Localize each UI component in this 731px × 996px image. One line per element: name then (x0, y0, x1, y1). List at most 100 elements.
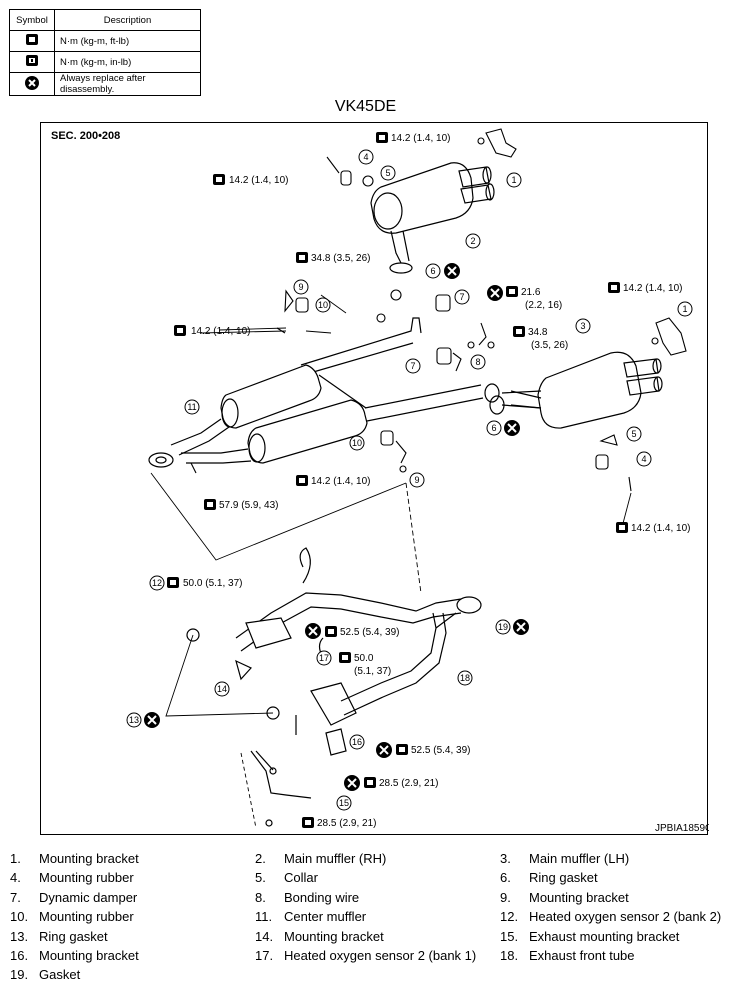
callout-1: 1 (677, 301, 693, 317)
part-item: 7. Dynamic damper (10, 890, 255, 905)
part-name: Main muffler (RH) (284, 851, 387, 866)
legend-description: Always replace after disassembly. (54, 72, 201, 96)
torque-label: (2.2, 16) (525, 300, 562, 311)
torque-annotations: 14.2 (1.4, 10) 14.2 (1.4, 10) 34.8 (3.5,… (167, 132, 690, 829)
part-item: 2. Main muffler (RH) (255, 851, 500, 866)
torque-wrench-small-icon (9, 51, 55, 73)
part-name: Mounting bracket (284, 928, 384, 944)
part-item: 3. Main muffler (LH) (500, 851, 730, 866)
torque-label: 52.5 (5.4, 39) (411, 745, 470, 756)
part-item: 11. Center muffler (255, 909, 500, 924)
svg-text:4: 4 (641, 454, 646, 464)
callout-6: 6 (486, 420, 502, 436)
section-text: SEC. 200•208 (51, 130, 120, 142)
center-muffler-drawing (148, 317, 542, 468)
callout-19: 19 (495, 619, 511, 635)
callout-6: 6 (425, 263, 441, 279)
section-label: SEC. 200•208 (51, 130, 120, 142)
svg-text:11: 11 (187, 402, 196, 412)
engine-model-title: VK45DE (334, 98, 397, 115)
part-item: 8. Bonding wire (255, 890, 500, 905)
part-number: 11. (255, 909, 273, 925)
torque-label: 34.8 (3.5, 26) (311, 253, 370, 264)
part-number: 7. (10, 889, 21, 905)
part-name: Main muffler (LH) (529, 851, 630, 866)
part-name: Bonding wire (284, 889, 360, 905)
callout-4: 4 (636, 451, 652, 467)
legend-row: N·m (kg-m, in-lb) (9, 51, 201, 73)
torque-label: 14.2 (1.4, 10) (229, 175, 288, 186)
svg-text:14: 14 (217, 684, 227, 694)
torque-label: 28.5 (2.9, 21) (317, 818, 376, 829)
legend-description: N·m (kg-m, ft-lb) (54, 30, 201, 52)
part-number: 8. (255, 889, 266, 905)
figure-code: JPBIA1859GB (655, 823, 709, 834)
part-name: Mounting rubber (39, 909, 134, 925)
part-number: 2. (255, 851, 266, 866)
part-item: 6.Ring gasket (500, 870, 730, 885)
callout-16: 16 (349, 734, 365, 750)
callout-13: 13 (126, 712, 142, 728)
leader-lines (150, 294, 632, 829)
callout-17: 17 (316, 650, 332, 666)
part-number: 18. (500, 947, 519, 963)
part-item: 10.Mounting rubber (10, 909, 255, 924)
part-item: 17.Heated oxygen sensor 2 (bank 1) (255, 948, 500, 963)
part-name: Center muffler (284, 909, 367, 925)
part-number: 12. (500, 909, 519, 925)
replace-x-icon (9, 72, 55, 96)
legend-header-row: Symbol Description (9, 9, 201, 31)
svg-text:15: 15 (339, 798, 349, 808)
part-number: 5. (255, 870, 266, 886)
callout-4: 4 (358, 149, 374, 165)
svg-text:17: 17 (319, 653, 329, 663)
part-number: 6. (500, 870, 511, 886)
part-number: 9. (500, 889, 511, 905)
part-number: 14. (255, 928, 274, 944)
torque-wrench-icon (9, 30, 55, 52)
main-muffler-rh-drawing (370, 162, 495, 274)
torque-label: 14.2 (1.4, 10) (311, 476, 370, 487)
part-number: 3. (500, 851, 511, 866)
part-item: 13.Ring gasket (10, 929, 255, 944)
torque-label: 50.0 (5.1, 37) (183, 578, 242, 589)
torque-label: 14.2 (1.4, 10) (623, 283, 682, 294)
torque-label: (3.5, 26) (531, 340, 568, 351)
svg-text:2: 2 (470, 236, 475, 246)
callout-10: 10 (315, 297, 331, 313)
svg-text:3: 3 (580, 321, 585, 331)
torque-label: 14.2 (1.4, 10) (631, 523, 690, 534)
callout-5: 5 (380, 165, 396, 181)
part-item: 12.Heated oxygen sensor 2 (bank 2) (500, 909, 730, 924)
svg-text:1: 1 (511, 175, 516, 185)
torque-label: 52.5 (5.4, 39) (340, 627, 399, 638)
part-name: Gasket (39, 967, 81, 983)
svg-text:6: 6 (491, 423, 496, 433)
part-name: Dynamic damper (39, 889, 138, 905)
svg-text:7: 7 (410, 361, 415, 371)
torque-label: (5.1, 37) (354, 666, 391, 677)
callout-3: 3 (575, 318, 591, 334)
part-name: Mounting bracket (39, 851, 139, 866)
exhaust-system-diagram: SEC. 200•208 (40, 122, 709, 835)
part-name: Mounting bracket (39, 947, 139, 963)
symbol-legend-table: Symbol Description N·m (kg-m, ft-lb) N·m… (9, 9, 201, 96)
main-muffler-lh-drawing (510, 351, 663, 429)
torque-label: 50.0 (354, 653, 374, 664)
part-item: 1. Mounting bracket (10, 851, 255, 866)
part-number: 1. (10, 851, 21, 866)
part-number: 17. (255, 947, 274, 963)
part-name: Mounting rubber (39, 870, 134, 886)
legend-header-symbol: Symbol (9, 9, 55, 31)
torque-label: 14.2 (1.4, 10) (191, 326, 250, 337)
callout-12: 12 (149, 575, 165, 591)
svg-text:9: 9 (298, 282, 303, 292)
svg-text:18: 18 (460, 673, 470, 683)
callout-14: 14 (214, 681, 230, 697)
svg-text:5: 5 (385, 168, 390, 178)
torque-label: 28.5 (2.9, 21) (379, 778, 438, 789)
legend-row: N·m (kg-m, ft-lb) (9, 30, 201, 52)
part-item: 14. Mounting bracket (255, 929, 500, 944)
callout-1: 1 (506, 172, 522, 188)
callout-10: 10 (349, 435, 365, 451)
